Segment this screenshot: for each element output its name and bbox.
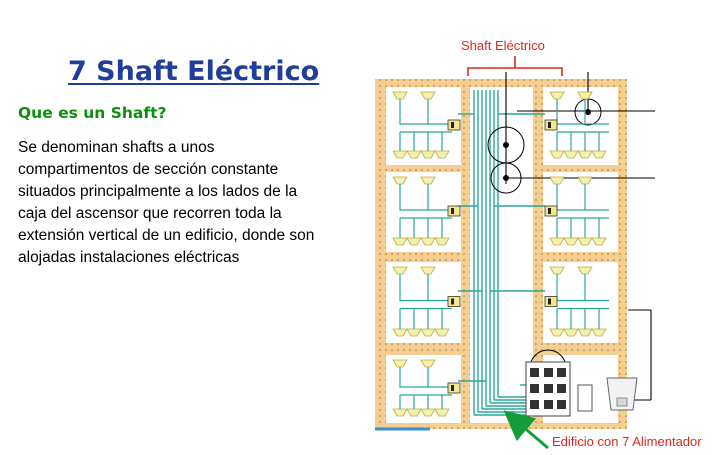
body-line: extensión vertical de un edificio, donde…: [18, 227, 315, 244]
shaft-bracket: [467, 67, 563, 76]
lamp-icon: [577, 328, 593, 337]
lamp-icon: [577, 91, 593, 100]
lamp-icon: [591, 150, 607, 159]
lamp-icon: [392, 359, 408, 368]
body-line: compartimentos de sección constante: [18, 161, 279, 178]
lamp-icon: [420, 237, 436, 246]
panel-breaker: [548, 298, 551, 305]
panel-breaker: [451, 208, 454, 214]
transformer-box: [606, 377, 638, 411]
lamp-icon: [406, 328, 422, 337]
lamp-icon: [577, 237, 593, 246]
body-paragraph: Se denominan shafts a unos compartimento…: [18, 137, 363, 269]
lamp-icon: [392, 328, 408, 337]
lamp-icon: [563, 237, 579, 246]
lamp-icon: [549, 237, 565, 246]
lamp-icon: [406, 237, 422, 246]
body-line: Se denominan shafts a unos: [18, 139, 215, 156]
branch-wire: [399, 99, 452, 125]
lamp-icon: [420, 176, 436, 185]
lamp-icon: [420, 150, 436, 159]
lamp-icon: [549, 150, 565, 159]
lamp-icon: [420, 91, 436, 100]
lamp-icon: [392, 408, 408, 417]
lamp-icon: [420, 408, 436, 417]
body-line: alojadas instalaciones eléctricas: [18, 249, 240, 266]
shaft-label: Shaft Eléctrico: [461, 38, 545, 53]
lamp-icon: [434, 408, 450, 417]
junction-dots: [503, 109, 591, 371]
lamp-icon: [392, 150, 408, 159]
lamp-icon: [591, 328, 607, 337]
lamp-icon: [392, 266, 408, 275]
panel-breaker: [451, 385, 454, 391]
lamp-icon: [392, 91, 408, 100]
panel-breaker: [548, 122, 551, 128]
panel-breaker: [548, 208, 551, 214]
lamp-icon: [549, 176, 565, 185]
lamp-icon: [577, 176, 593, 185]
lamp-icon: [420, 359, 436, 368]
lamp-icon: [563, 328, 579, 337]
lamp-icon: [392, 237, 408, 246]
lamp-icon: [434, 328, 450, 337]
lamp-icon: [406, 150, 422, 159]
body-line: situados principalmente a los lados de l…: [18, 183, 298, 200]
branch-wire: [399, 274, 452, 302]
panel-breaker: [451, 298, 454, 305]
lamp-icon: [434, 150, 450, 159]
lamp-icon: [591, 237, 607, 246]
lamp-icon: [563, 150, 579, 159]
slide-subtitle: Que es un Shaft?: [18, 104, 167, 122]
lamp-icon: [577, 266, 593, 275]
lamp-icon: [434, 237, 450, 246]
meter-panel: [525, 361, 593, 417]
body-line: caja del ascensor que recorren toda la: [18, 205, 282, 222]
pointer-arrow: [503, 410, 549, 450]
building-label: Edificio con 7 Alimentador: [552, 434, 702, 449]
branch-wire: [399, 367, 452, 388]
lamp-icon: [406, 408, 422, 417]
shaft-interior: [470, 87, 533, 423]
lamp-icon: [420, 328, 436, 337]
lamp-icon: [577, 150, 593, 159]
branch-wire: [399, 184, 452, 211]
lamp-icon: [549, 266, 565, 275]
panel-breaker: [451, 122, 454, 128]
lamp-icon: [549, 91, 565, 100]
riser-cables: [458, 90, 545, 416]
lamp-icon: [420, 266, 436, 275]
light-fixtures: [392, 91, 609, 417]
lamp-icon: [549, 328, 565, 337]
lamp-icon: [392, 176, 408, 185]
slide-title: 7 Shaft Eléctrico: [68, 56, 320, 87]
